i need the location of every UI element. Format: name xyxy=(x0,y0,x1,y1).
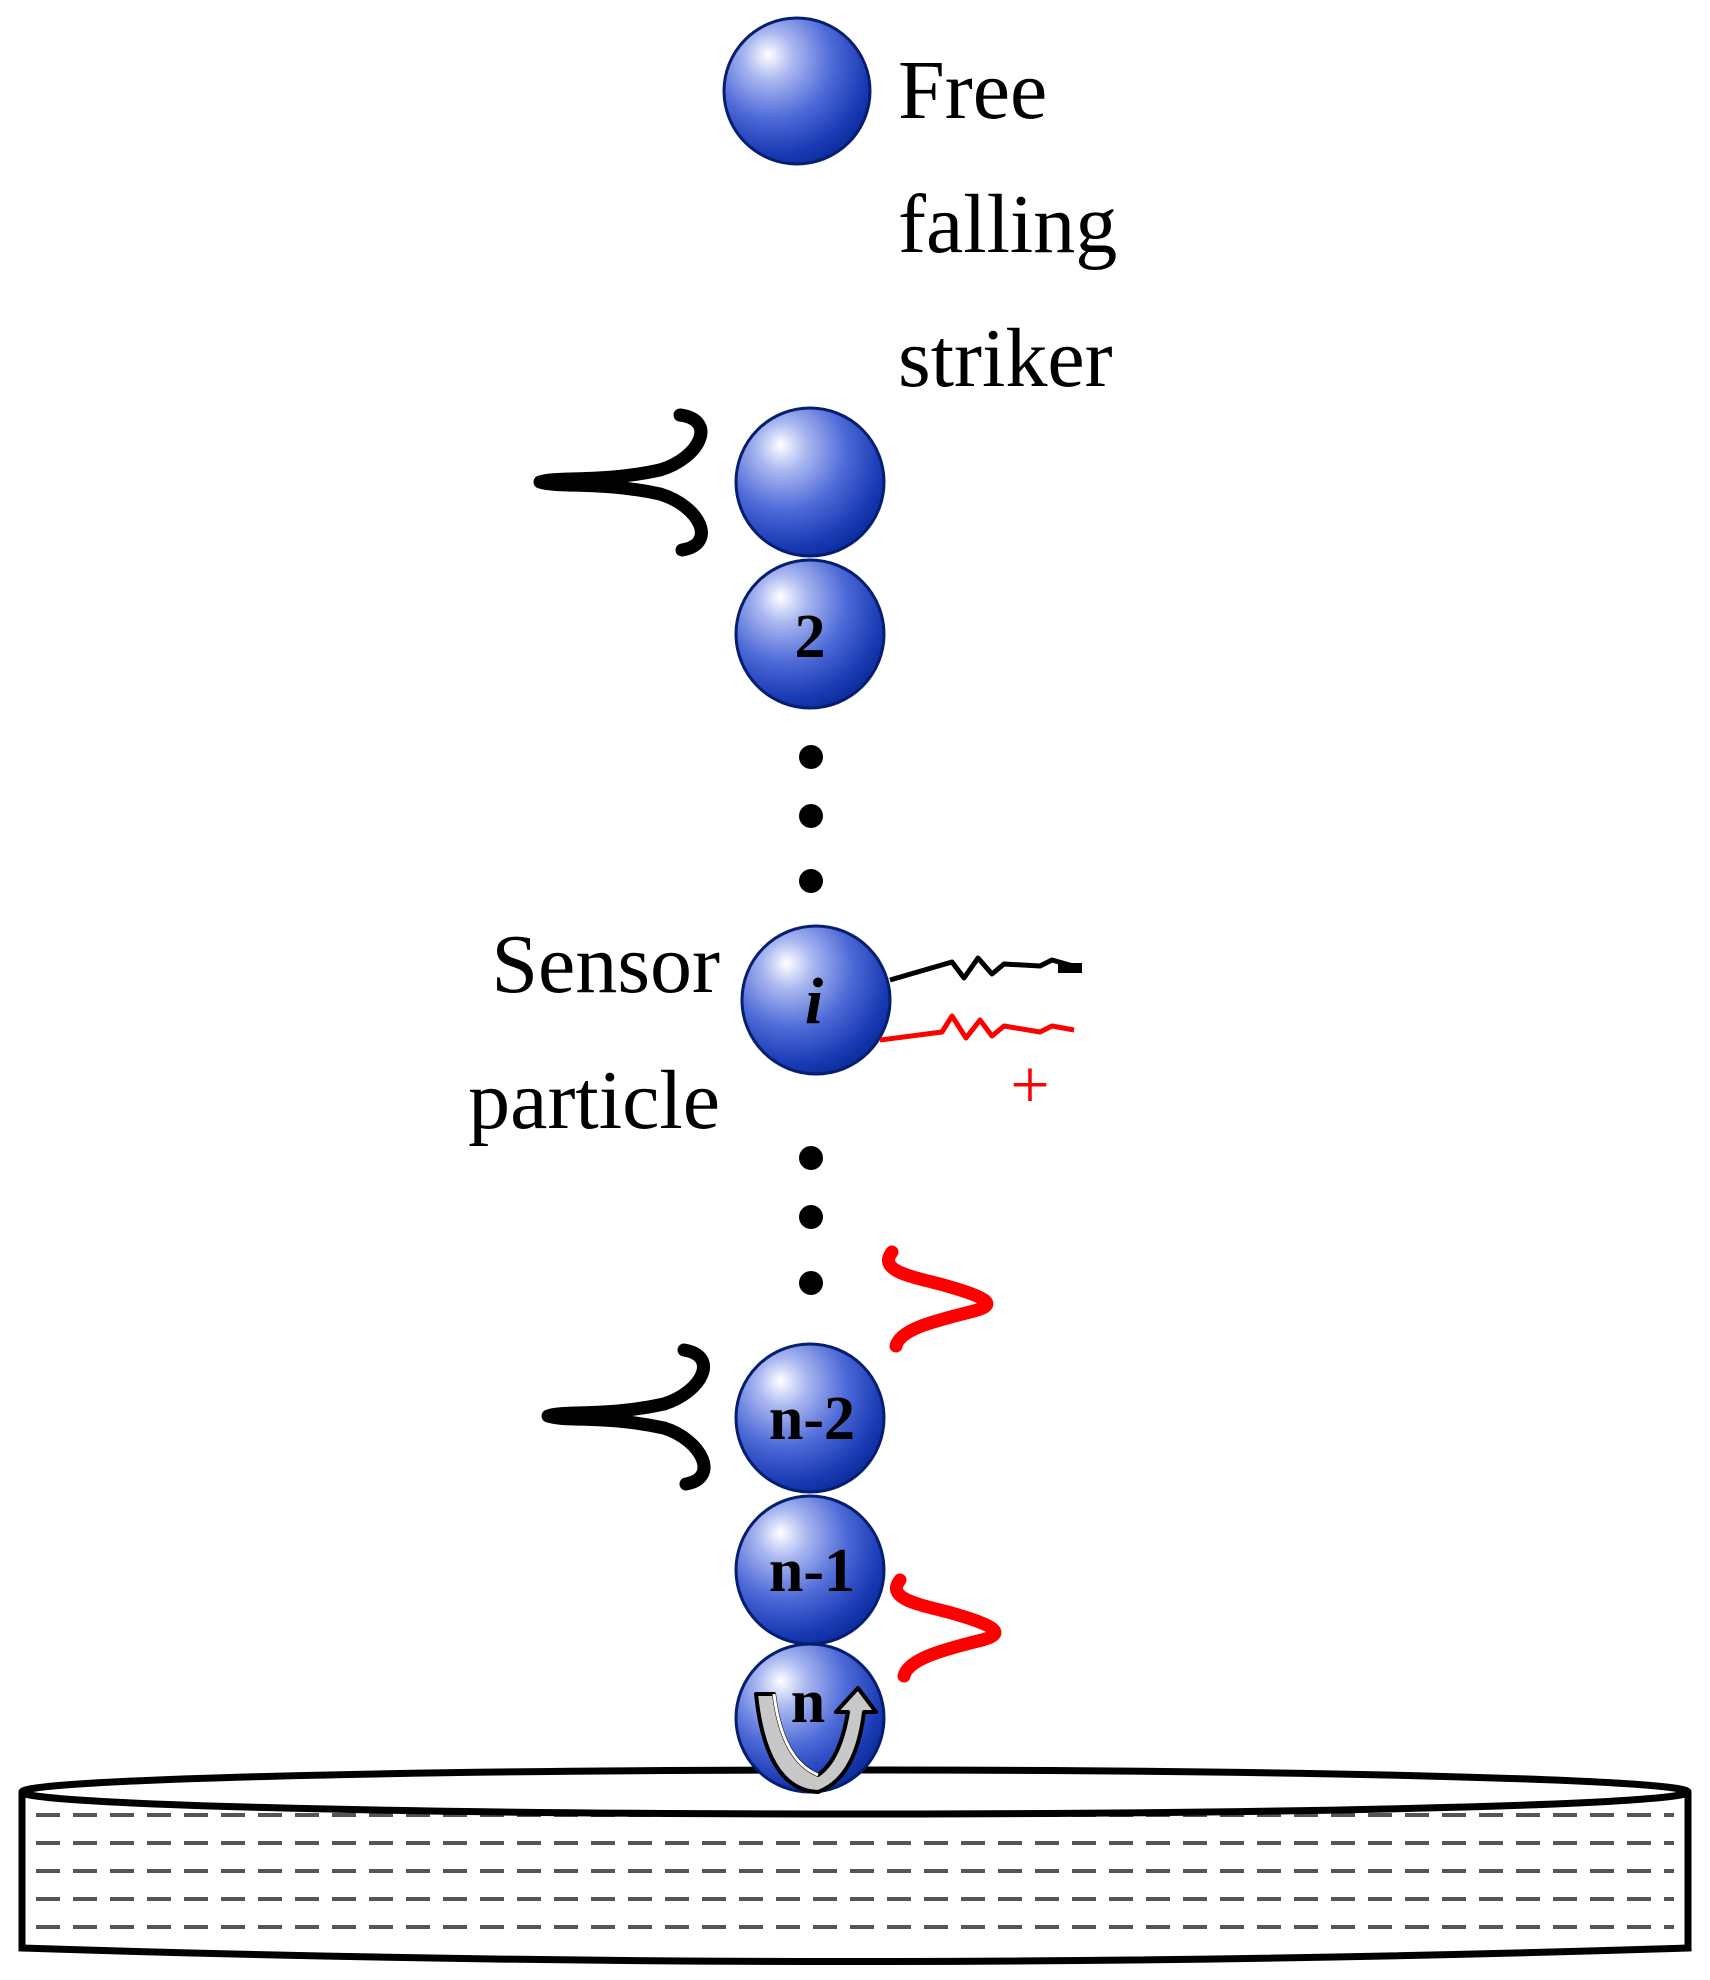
sensor-label-line-2: particle xyxy=(468,1054,720,1147)
ellipsis-lower xyxy=(799,1146,823,1295)
wall-base xyxy=(18,1766,1692,1965)
ellipsis-upper xyxy=(799,745,823,893)
striker-label-line-2: falling xyxy=(898,178,1117,271)
striker-label: Free falling striker xyxy=(898,44,1117,405)
sensor-plus-label: + xyxy=(1010,1047,1049,1124)
sensor-wire-icon: + xyxy=(879,955,1082,1124)
sensor-positive-wire xyxy=(879,1013,1075,1043)
ball-label-n-2: n-2 xyxy=(769,1385,855,1453)
incident-wave-icon xyxy=(533,408,708,557)
reflected-wave-icon-lower xyxy=(890,1573,1002,1683)
striker-label-line-3: striker xyxy=(898,312,1113,405)
ball-striker xyxy=(722,16,872,166)
sensor-label-line-1: Sensor xyxy=(491,918,720,1011)
ball-particle-1 xyxy=(734,406,886,558)
ball-label-i: i xyxy=(805,965,824,1038)
ball-particle-n-1: n-1 xyxy=(734,1494,886,1646)
ball-particle-n: n xyxy=(734,1642,886,1794)
rotation-arrow-icon xyxy=(754,1686,878,1794)
ball-particle-2: 2 xyxy=(734,558,886,710)
ball-label-2: 2 xyxy=(795,603,826,671)
ball-label-n-1: n-1 xyxy=(769,1537,855,1605)
reflected-wave-icon xyxy=(882,1245,994,1353)
striker-label-line-1: Free xyxy=(898,44,1047,137)
ball-particle-i: i xyxy=(740,924,892,1076)
incident-wave-icon-lower xyxy=(541,1343,711,1491)
sensor-label: Sensor particle xyxy=(468,918,720,1147)
sensor-negative-wire xyxy=(889,955,1081,983)
wall-body xyxy=(18,1792,1692,1965)
ball-label-n: n xyxy=(791,1668,825,1736)
ball-particle-n-2: n-2 xyxy=(734,1342,886,1494)
